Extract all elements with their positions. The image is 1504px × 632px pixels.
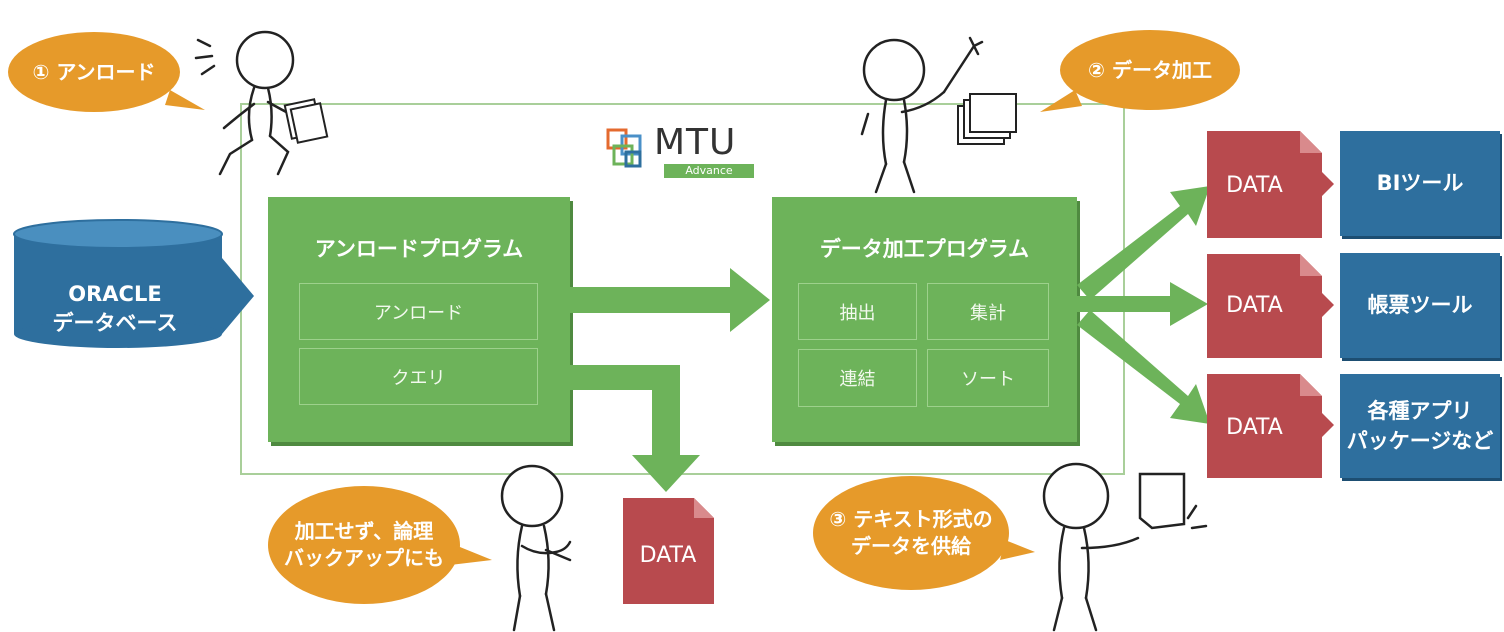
unload-item-unload: アンロード: [299, 283, 538, 340]
process-program-title: データ加工プログラム: [819, 237, 1030, 261]
unload-program-title: アンロードプログラム: [314, 237, 524, 261]
bubble-supply: ③ テキスト形式の データを供給: [813, 476, 1009, 590]
bubble-unload: ① アンロード: [8, 32, 180, 112]
data-doc-backup-shape: [623, 498, 714, 604]
unload-item-query: クエリ: [299, 348, 538, 405]
tool-bi: BIツール: [1340, 131, 1500, 236]
database-label: ORACLE データベース: [52, 282, 178, 336]
database-cylinder-icon: [13, 219, 254, 348]
arrow-to-data-2: [1077, 282, 1208, 326]
data-doc-1-shape: [1207, 131, 1322, 238]
person-presenting-icon: [1042, 462, 1208, 632]
process-item-sort: ソート: [927, 349, 1049, 407]
process-program-box: データ加工プログラム 抽出 集計 連結 ソート: [772, 197, 1077, 442]
data-doc-2-label: DATA: [1226, 292, 1283, 318]
process-item-aggregate: 集計: [927, 283, 1049, 340]
person-running-icon: [194, 30, 329, 176]
arrow-unload-to-process: [570, 268, 770, 332]
arrow-to-data-3: [1077, 310, 1210, 424]
arrow-to-backup-data: [570, 365, 700, 492]
person-thinking-icon: [500, 464, 572, 632]
tool-report: 帳票ツール: [1340, 253, 1500, 358]
mtu-logo: MTU Advance: [606, 122, 756, 180]
data-doc-2-shape: [1207, 254, 1322, 358]
tool-apps: 各種アプリ パッケージなど: [1340, 374, 1500, 478]
process-item-extract: 抽出: [798, 283, 917, 340]
person-magic-icon: [860, 36, 1017, 194]
chevron-icon-3: [1312, 403, 1334, 447]
mtu-logo-sub: Advance: [664, 164, 754, 178]
chevron-icon-2: [1312, 283, 1334, 327]
arrow-to-data-1: [1077, 186, 1210, 300]
unload-program-box: アンロードプログラム アンロード クエリ: [268, 197, 570, 442]
bubble-process: ② データ加工: [1060, 30, 1240, 110]
chevron-icon-1: [1312, 162, 1334, 206]
mtu-logo-text: MTU: [654, 122, 737, 163]
data-doc-backup-label: DATA: [639, 542, 697, 568]
data-doc-1-label: DATA: [1226, 172, 1283, 198]
mtu-logo-icon: [606, 128, 642, 168]
process-item-join: 連結: [798, 349, 917, 407]
data-doc-3-shape: [1207, 374, 1322, 478]
bubble-backup: 加工せず、論理 バックアップにも: [268, 486, 460, 604]
data-doc-3-label: DATA: [1226, 414, 1283, 440]
